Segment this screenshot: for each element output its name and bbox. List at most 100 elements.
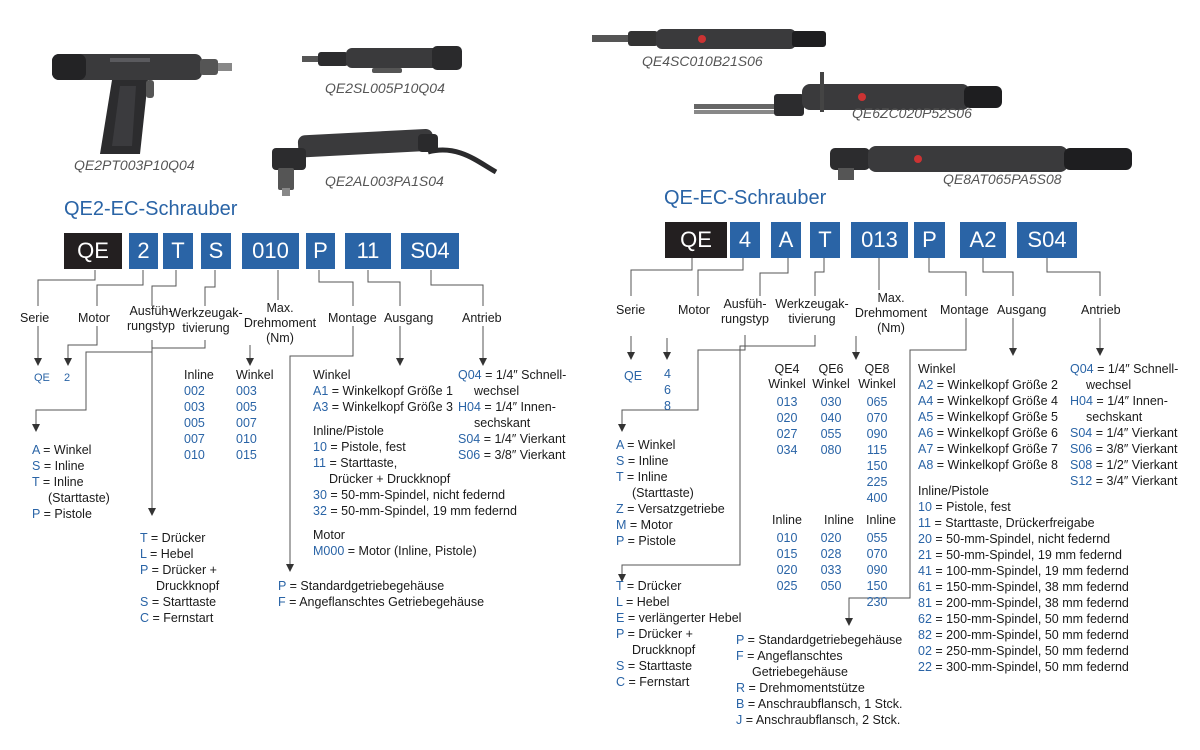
value-item: 028	[820, 547, 842, 561]
legend-code: S	[32, 459, 41, 473]
legend-text: = 200-mm-Spindel, 50 mm federnd	[935, 628, 1129, 642]
qe2-header-ausgang: Ausgang	[384, 311, 434, 325]
legend-text: = Anschraubflansch, 2 Stck.	[745, 713, 901, 727]
legend-text: Getriebegehäuse	[752, 665, 848, 679]
legend-code: 21	[918, 548, 932, 562]
legend-row: E = verlängerter Hebel	[616, 610, 741, 626]
legend-code: P	[736, 633, 745, 647]
qe2-torque-inline-label: Inline	[184, 368, 214, 382]
legend-text: = Pistole	[627, 534, 676, 548]
legend-code: 10	[918, 500, 932, 514]
legend-text: = 50-mm-Spindel, 19 mm federnd	[330, 504, 517, 518]
legend-text: = Motor	[629, 518, 673, 532]
legend-text: = 1/4″ Vierkant	[1095, 426, 1178, 440]
legend-text: = 3/8″ Vierkant	[483, 448, 566, 462]
legend-text: = 1/2″ Vierkant	[1095, 458, 1178, 472]
legend-row: L = Hebel	[616, 594, 741, 610]
legend-text: = Winkel	[43, 443, 92, 457]
value-item: 020	[820, 531, 842, 545]
legend-text: = Versatzgetriebe	[627, 502, 725, 516]
qe-code-serie: QE	[665, 222, 727, 258]
legend-code: A8	[918, 458, 934, 472]
legend-row: 30 = 50-mm-Spindel, nicht federnd	[313, 487, 517, 503]
legend-row: (Starttaste)	[32, 490, 110, 506]
legend-code: T	[32, 475, 40, 489]
qe2-ausgang-winkel-label: Winkel	[313, 368, 351, 382]
legend-row: Druckknopf	[616, 642, 741, 658]
legend-text: = Winkelkopf Größe 7	[936, 442, 1059, 456]
legend-row: 62 = 150-mm-Spindel, 50 mm federnd	[918, 611, 1129, 627]
legend-code: S12	[1070, 474, 1093, 488]
value-item: 015	[236, 448, 257, 462]
legend-text: = Pistole, fest	[935, 500, 1011, 514]
legend-code: H04	[458, 400, 481, 414]
value-item: 003	[236, 384, 257, 398]
legend-code: S04	[1070, 426, 1093, 440]
legend-row: P = Pistole	[32, 506, 110, 522]
value-item: 040	[820, 411, 842, 425]
qe2-code-ausfuehrung: T	[163, 233, 193, 269]
legend-row: B = Anschraubflansch, 1 Stck.	[736, 696, 902, 712]
qe2-header-montage: Montage	[328, 311, 377, 325]
legend-code: M000	[313, 544, 345, 558]
legend-code: C	[616, 675, 626, 689]
legend-code: A5	[918, 410, 934, 424]
legend-text: = Drücker	[150, 531, 206, 545]
qe-header-aktivierung: Werkzeugak-tivierung	[775, 297, 849, 326]
qe-header-ausgang: Ausgang	[997, 303, 1047, 317]
legend-code: P	[616, 627, 625, 641]
legend-code: 82	[918, 628, 932, 642]
value-item: 007	[184, 432, 205, 446]
legend-row: 82 = 200-mm-Spindel, 50 mm federnd	[918, 627, 1129, 643]
value-item: 027	[776, 427, 798, 441]
legend-row: A4 = Winkelkopf Größe 4	[918, 393, 1058, 409]
qe-serie-value: QE	[624, 369, 643, 383]
legend-code: 20	[918, 532, 932, 546]
legend-row: P = Standardgetriebegehäuse	[278, 578, 484, 594]
qe-header-drehmoment: Max.Drehmoment(Nm)	[854, 291, 928, 335]
value-item: 003	[184, 400, 205, 414]
legend-code: A2	[918, 378, 934, 392]
legend-text: = 1/4″ Schnell-	[1097, 362, 1179, 376]
legend-code: S06	[458, 448, 481, 462]
legend-text: = Inline	[43, 459, 85, 473]
legend-row: A3 = Winkelkopf Größe 3	[313, 399, 453, 415]
legend-code: 11	[918, 516, 931, 530]
legend-row: A6 = Winkelkopf Größe 6	[918, 425, 1058, 441]
legend-text: (Starttaste)	[48, 491, 110, 505]
value-item: 055	[820, 427, 842, 441]
legend-row: A8 = Winkelkopf Größe 8	[918, 457, 1058, 473]
legend-row: S = Starttaste	[616, 658, 741, 674]
qe2-title: QE2-EC-Schrauber	[64, 198, 238, 220]
legend-text: = Inline	[42, 475, 84, 489]
legend-text: = 50-mm-Spindel, nicht federnd	[935, 532, 1111, 546]
legend-text: wechsel	[1086, 378, 1132, 392]
value-item: 007	[236, 416, 257, 430]
caption-qe4sc: QE4SC010B21S06	[642, 53, 763, 69]
value-item: 034	[776, 443, 798, 457]
caption-qe6zc: QE6ZC020P52S06	[852, 105, 972, 121]
value-item: 005	[236, 400, 257, 414]
legend-text: = 200-mm-Spindel, 38 mm federnd	[935, 596, 1129, 610]
legend-text: = 150-mm-Spindel, 38 mm federnd	[935, 580, 1129, 594]
legend-text: = 300-mm-Spindel, 50 mm federnd	[935, 660, 1129, 674]
legend-text: sechskant	[1086, 410, 1143, 424]
legend-text: = Pistole	[43, 507, 92, 521]
value-item: 6	[664, 383, 671, 397]
qe2-code-antrieb: S04	[401, 233, 459, 269]
legend-text: = Fernstart	[628, 675, 690, 689]
legend-row: S = Starttaste	[140, 594, 219, 610]
legend-row: T = Drücker	[140, 530, 219, 546]
legend-text: Druckknopf	[156, 579, 220, 593]
legend-row: A7 = Winkelkopf Größe 7	[918, 441, 1058, 457]
legend-code: S04	[458, 432, 481, 446]
legend-text: = Fernstart	[152, 611, 214, 625]
